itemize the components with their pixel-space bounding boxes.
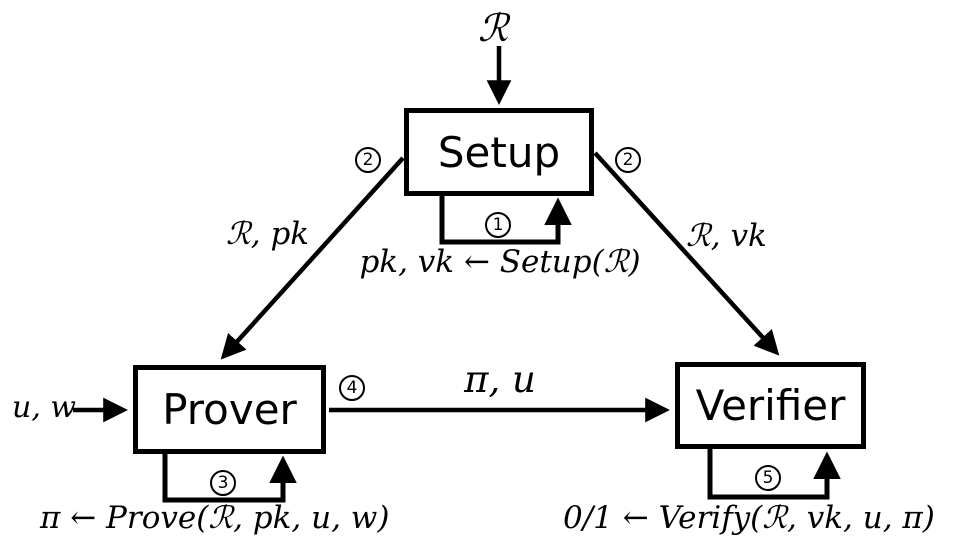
setup-loop-label: pk, vk ← Setup(ℛ) [359,244,641,280]
setup-to-verifier-label: ℛ, vk [686,218,767,254]
setup-node: Setup [404,108,594,196]
step-number: 2 [622,149,634,170]
prover-node: Prover [133,365,326,454]
step-number: 5 [762,467,774,488]
prover-to-verifier-label: π, u [464,358,536,401]
verifier-node-label: Verifier [695,381,846,430]
step-number: 4 [346,377,358,398]
step-badge-prove-run: 3 [210,470,236,496]
arrow-setup-to-verifier [593,151,780,356]
prover-node-label: Prover [162,385,297,434]
arrow-setup-self-loop [439,193,572,245]
step-number: 3 [217,472,229,493]
arrow-prover-self-loop [162,451,297,503]
step-number: 2 [362,149,374,170]
prover-loop-label: π ← Prove(ℛ, pk, u, w) [40,500,390,536]
relation-input-label: ℛ [478,6,509,50]
step-badge-send-proof: 4 [339,375,365,401]
arrow-setup-to-prover [220,156,405,360]
setup-to-prover-label: ℛ, pk [226,216,310,252]
arrow-verifier-self-loop [707,446,841,500]
step-badge-distribute-vk: 2 [615,147,641,173]
step-number: 1 [492,214,504,235]
step-badge-setup-run: 1 [485,212,511,238]
prover-input-label: u, w [12,390,77,425]
step-badge-distribute-pk: 2 [355,147,381,173]
verifier-node: Verifier [675,362,866,449]
step-badge-verify-run: 5 [755,465,781,491]
setup-node-label: Setup [437,127,561,177]
verifier-loop-label: 0/1 ← Verify(ℛ, vk, u, π) [563,500,935,536]
